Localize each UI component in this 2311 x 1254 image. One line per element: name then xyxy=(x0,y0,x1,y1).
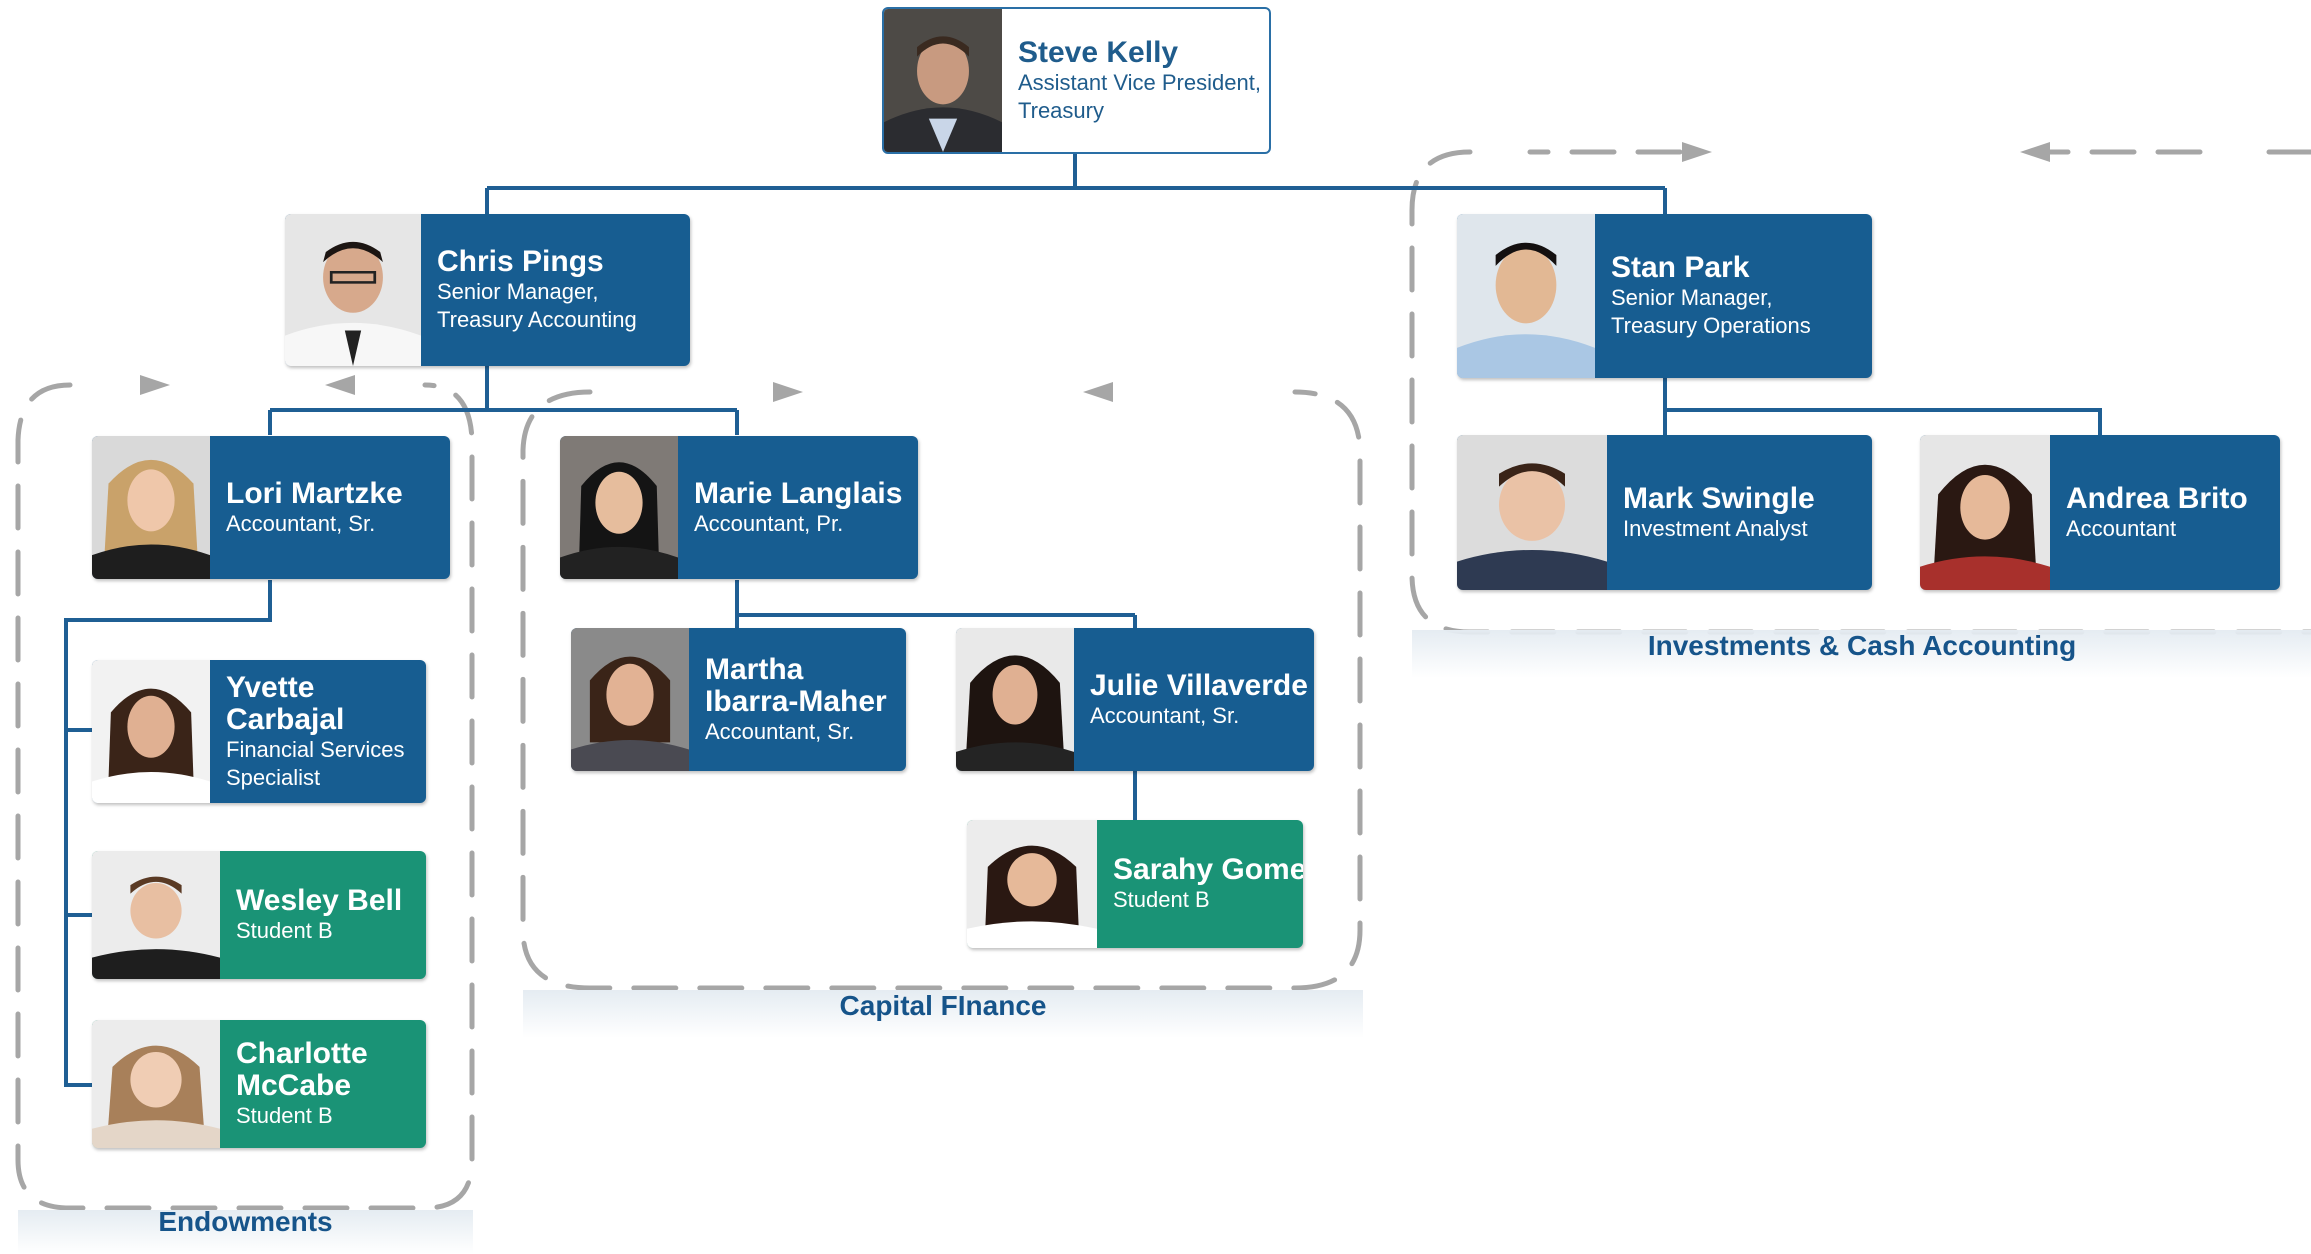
connector-lori xyxy=(64,580,272,1087)
node-title: Accountant, Sr. xyxy=(226,510,376,536)
portrait-photo xyxy=(1457,214,1595,378)
node-title: Student B xyxy=(236,1103,333,1128)
node-name: Martha Ibarra-Maher xyxy=(705,652,887,718)
node-title: Investment Analyst xyxy=(1623,515,1808,541)
node-name: Julie Villaverde xyxy=(1090,668,1308,702)
node-marie-langlais[interactable]: Marie Langlais Accountant, Pr. xyxy=(560,436,918,579)
node-mark-swingle[interactable]: Mark Swingle Investment Analyst xyxy=(1457,435,1872,590)
endowments-label-band xyxy=(18,1210,473,1254)
portrait-photo xyxy=(571,628,689,771)
node-name: Yvette Carbajal xyxy=(226,670,345,736)
capital-finance-group-label: Capital FInance xyxy=(839,990,1047,1021)
arrow-icon xyxy=(1083,382,1113,402)
node-name: Stan Park xyxy=(1611,251,1750,284)
node-wesley-bell[interactable]: Wesley Bell Student B xyxy=(92,851,426,979)
capital-finance-group-border xyxy=(520,389,1363,991)
node-title: Accountant, Sr. xyxy=(705,718,855,744)
node-stan-park[interactable]: Stan Park Senior Manager, Treasury Opera… xyxy=(1457,214,1872,378)
arrow-icon xyxy=(773,382,803,402)
node-name: Lori Martzke xyxy=(226,476,403,510)
node-andrea-brito[interactable]: Andrea Brito Accountant xyxy=(1920,435,2280,590)
node-steve-kelly[interactable]: Steve Kelly Assistant Vice President, Tr… xyxy=(882,7,1271,154)
connector-steve xyxy=(485,150,1667,215)
connector-stan xyxy=(1663,372,2102,435)
arrow-icon xyxy=(2020,142,2050,162)
portrait-photo xyxy=(92,660,210,803)
node-title: Senior Manager, Treasury Operations xyxy=(1611,285,1811,338)
node-info: Martha Ibarra-Maher Accountant, Sr. xyxy=(689,628,906,771)
node-title: Student B xyxy=(236,918,333,943)
node-name: Mark Swingle xyxy=(1623,481,1815,515)
node-info: Charlotte McCabe Student B xyxy=(220,1020,426,1148)
node-name: Wesley Bell xyxy=(236,884,403,917)
node-info: Lori Martzke Accountant, Sr. xyxy=(210,436,450,579)
node-yvette-carbajal[interactable]: Yvette Carbajal Financial Services Speci… xyxy=(92,660,426,803)
node-info: Mark Swingle Investment Analyst xyxy=(1607,435,1872,590)
connector-chris xyxy=(268,365,739,435)
node-info: Andrea Brito Accountant xyxy=(2050,435,2280,590)
node-title: Senior Manager, Treasury Accounting xyxy=(437,279,637,332)
node-title: Accountant, Sr. xyxy=(1090,702,1240,728)
node-charlotte-mccabe[interactable]: Charlotte McCabe Student B xyxy=(92,1020,426,1148)
node-info: Chris Pings Senior Manager, Treasury Acc… xyxy=(421,214,690,366)
arrow-icon xyxy=(140,375,170,395)
node-info: Marie Langlais Accountant, Pr. xyxy=(678,436,918,579)
node-title: Student B xyxy=(1113,887,1210,912)
node-lori-martzke[interactable]: Lori Martzke Accountant, Sr. xyxy=(92,436,450,579)
portrait-photo xyxy=(560,436,678,579)
investments-group-label: Investments & Cash Accounting xyxy=(1647,630,2077,661)
node-info: Wesley Bell Student B xyxy=(220,851,426,979)
node-info: Julie Villaverde Accountant, Sr. xyxy=(1074,628,1314,771)
node-title: Assistant Vice President, Treasury xyxy=(1018,69,1261,123)
node-title: Accountant xyxy=(2066,515,2177,541)
node-chris-pings[interactable]: Chris Pings Senior Manager, Treasury Acc… xyxy=(285,214,690,366)
node-title: Financial Services Specialist xyxy=(226,736,405,790)
node-name: Marie Langlais xyxy=(694,476,903,510)
node-name: Sarahy Gomez xyxy=(1113,853,1303,886)
arrow-icon xyxy=(325,375,355,395)
node-name: Charlotte McCabe xyxy=(236,1037,368,1102)
investments-group-border xyxy=(1409,149,2311,635)
node-julie-villaverde[interactable]: Julie Villaverde Accountant, Sr. xyxy=(956,628,1314,771)
portrait-photo xyxy=(285,214,421,366)
node-info: Stan Park Senior Manager, Treasury Opera… xyxy=(1595,214,1872,378)
portrait-photo xyxy=(92,851,220,979)
node-name: Andrea Brito xyxy=(2066,481,2248,515)
node-name: Steve Kelly xyxy=(1018,35,1179,69)
investments-label-band xyxy=(1412,630,2311,678)
node-info: Steve Kelly Assistant Vice President, Tr… xyxy=(1002,9,1269,152)
node-info: Yvette Carbajal Financial Services Speci… xyxy=(210,660,426,803)
node-sarahy-gomez[interactable]: Sarahy Gomez Student B xyxy=(967,820,1303,948)
arrow-icon xyxy=(1682,142,1712,162)
portrait-photo xyxy=(956,628,1074,771)
portrait-photo xyxy=(92,1020,220,1148)
portrait-photo xyxy=(1920,435,2050,590)
node-name: Chris Pings xyxy=(437,245,604,278)
node-info: Sarahy Gomez Student B xyxy=(1097,820,1303,948)
portrait-photo xyxy=(884,9,1002,152)
portrait-photo xyxy=(92,436,210,579)
endowments-group-label: Endowments xyxy=(158,1206,333,1237)
endowments-group-border xyxy=(15,382,475,1211)
portrait-photo xyxy=(967,820,1097,948)
node-title: Accountant, Pr. xyxy=(694,510,844,536)
portrait-photo xyxy=(1457,435,1607,590)
connector-marie xyxy=(735,580,1137,628)
capital-finance-label-band xyxy=(523,990,1363,1038)
node-martha-ibarra-maher[interactable]: Martha Ibarra-Maher Accountant, Sr. xyxy=(571,628,906,771)
